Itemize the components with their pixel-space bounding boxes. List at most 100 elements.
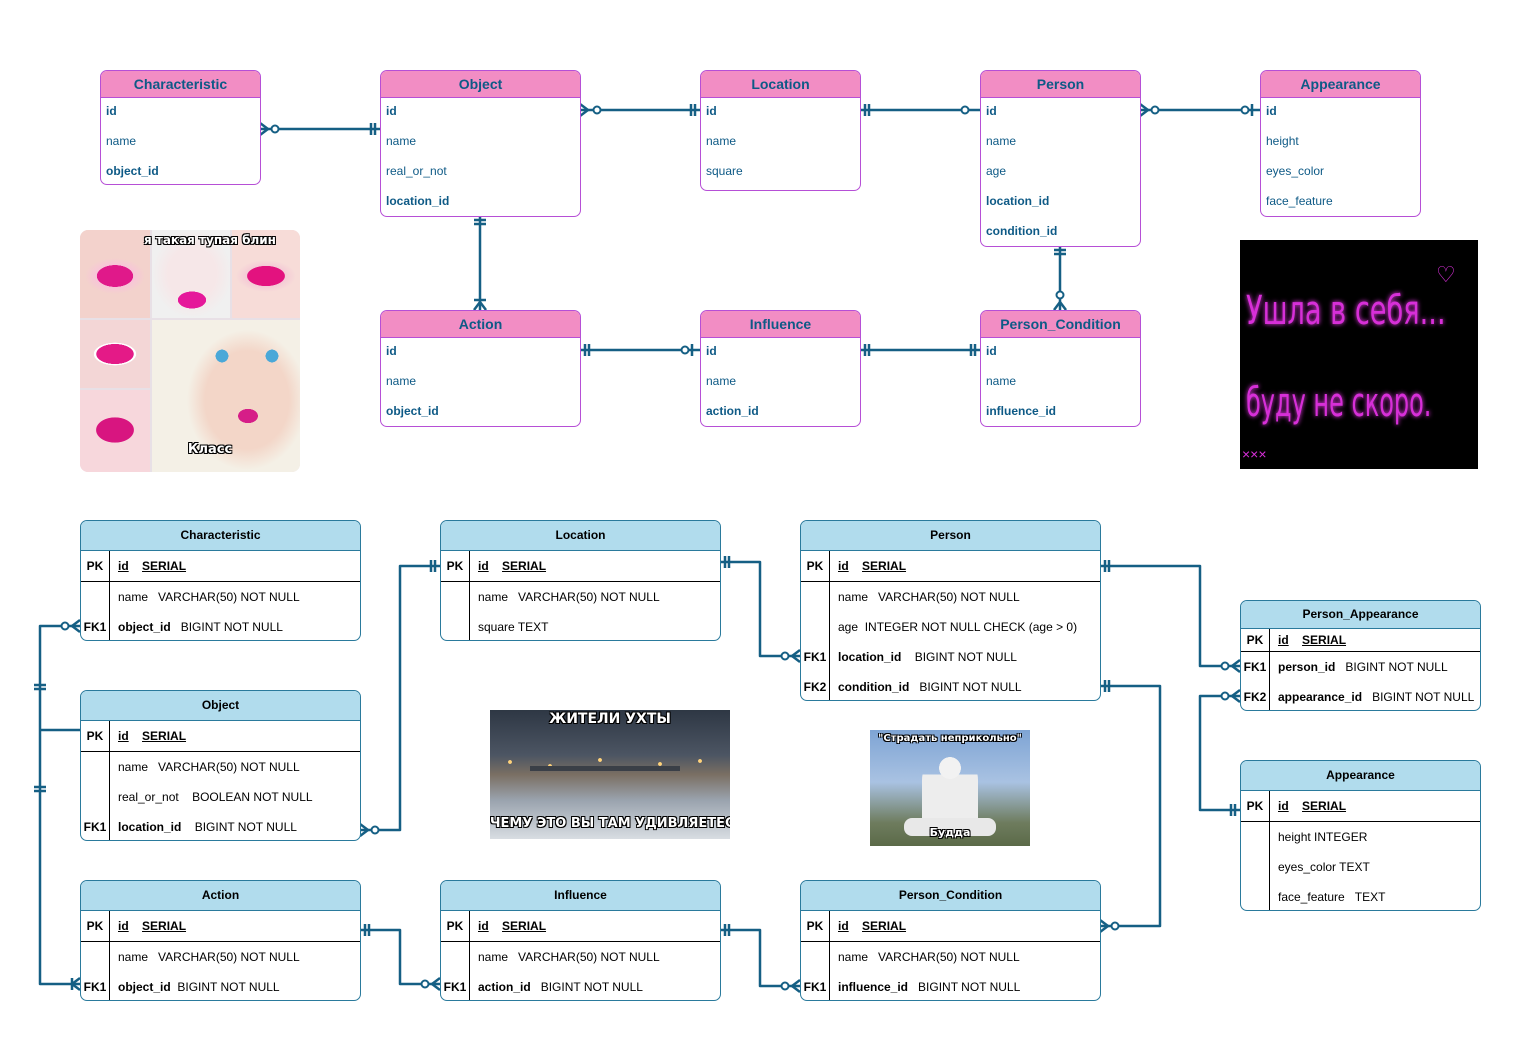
key-label <box>81 782 110 812</box>
mandatory-marker <box>863 344 871 356</box>
entity-location[interactable]: Location id name square <box>700 70 861 191</box>
column-type: INTEGER NOT NULL CHECK (age > 0) <box>864 620 1078 634</box>
crosses-decoration: ××× <box>1242 446 1267 462</box>
entity-characteristic[interactable]: Characteristic id name object_id <box>100 70 261 185</box>
column-name: name <box>478 590 509 604</box>
key-label: PK <box>1241 629 1270 651</box>
key-label <box>81 752 110 782</box>
entity-title: Object <box>381 71 580 98</box>
entity-object[interactable]: Object id name real_or_not location_id <box>380 70 581 217</box>
optional-marker <box>370 825 380 835</box>
key-label: FK2 <box>1241 682 1270 710</box>
table-row: name VARCHAR(50) NOT NULL <box>801 942 1100 972</box>
table-title: Influence <box>441 881 720 911</box>
column-type: BIGINT NOT NULL <box>540 980 643 994</box>
key-label: FK1 <box>801 642 830 672</box>
mandatory-marker <box>723 924 731 936</box>
column-type: BIGINT NOT NULL <box>918 980 1021 994</box>
column-name: id <box>838 559 849 573</box>
many-marker <box>473 300 487 311</box>
entity-field: id <box>106 104 117 118</box>
column-name: action_id <box>478 980 531 994</box>
table-row: name VARCHAR(50) NOT NULL <box>441 942 720 972</box>
table-row: age INTEGER NOT NULL CHECK (age > 0) <box>801 612 1100 642</box>
entity-field: id <box>986 104 997 118</box>
column-type: VARCHAR(50) NOT NULL <box>518 590 660 604</box>
column-type: SERIAL <box>142 919 187 933</box>
column-type: SERIAL <box>142 559 187 573</box>
entity-title: Influence <box>701 311 860 338</box>
neon-line-1: Ушла в себя... <box>1246 288 1446 334</box>
entity-field: id <box>986 344 997 358</box>
table-row: name VARCHAR(50) NOT NULL <box>81 582 360 612</box>
entity-field: action_id <box>706 404 759 418</box>
table-title: Characteristic <box>81 521 360 551</box>
many-marker <box>1053 300 1067 311</box>
entity-field: id <box>386 104 397 118</box>
mandatory-marker <box>1229 804 1237 816</box>
entity-appearance[interactable]: Appearance id height eyes_color face_fea… <box>1260 70 1421 217</box>
entity-person-condition[interactable]: Person_Condition id name influence_id <box>980 310 1141 427</box>
image-caption-bottom: ЧЕМУ ЭТО ВЫ ТАМ УДИВЛЯЕТЕСЬ <box>490 816 730 831</box>
mandatory-marker <box>369 123 377 135</box>
column-type: TEXT <box>1339 860 1370 874</box>
column-name: id <box>838 919 849 933</box>
entity-action[interactable]: Action id name object_id <box>380 310 581 427</box>
optional-marker <box>270 124 280 134</box>
column-type: BIGINT NOT NULL <box>194 820 297 834</box>
entity-title: Appearance <box>1261 71 1420 98</box>
mandatory-marker <box>583 344 591 356</box>
column-name: appearance_id <box>1278 690 1363 704</box>
column-name: eyes_color <box>1278 860 1337 874</box>
key-label: FK1 <box>801 972 830 1000</box>
key-label <box>81 582 110 612</box>
mandatory-marker <box>1103 560 1111 572</box>
key-label: PK <box>1241 791 1270 821</box>
key-label <box>441 612 470 640</box>
table-row: square TEXT <box>441 612 720 640</box>
column-type: BOOLEAN NOT NULL <box>192 790 313 804</box>
key-label <box>441 582 470 612</box>
column-name: name <box>118 950 149 964</box>
column-name: object_id <box>118 980 171 994</box>
mandatory-marker <box>363 924 371 936</box>
image-caption-top: я такая тупая блин <box>144 233 276 247</box>
column-name: id <box>118 559 129 573</box>
many-marker <box>70 619 81 633</box>
entity-field: influence_id <box>986 404 1057 418</box>
many-marker <box>70 977 81 991</box>
relationship-line <box>360 564 440 832</box>
entity-influence[interactable]: Influence id name action_id <box>700 310 861 427</box>
key-label: FK2 <box>801 672 830 700</box>
column-type: SERIAL <box>502 559 547 573</box>
mandatory-marker <box>429 560 437 572</box>
entity-person[interactable]: Person id name age location_id condition… <box>980 70 1141 247</box>
column-name: location_id <box>118 820 182 834</box>
mandatory-marker <box>34 683 46 691</box>
optional-marker <box>592 105 602 115</box>
column-type: VARCHAR(50) NOT NULL <box>878 950 1020 964</box>
column-name: name <box>838 590 869 604</box>
mandatory-marker <box>1103 680 1111 692</box>
many-marker <box>359 823 370 837</box>
image-caption-top: ЖИТЕЛИ УХТЫ <box>549 711 671 727</box>
many-marker <box>259 122 270 136</box>
key-label: PK <box>801 551 830 581</box>
